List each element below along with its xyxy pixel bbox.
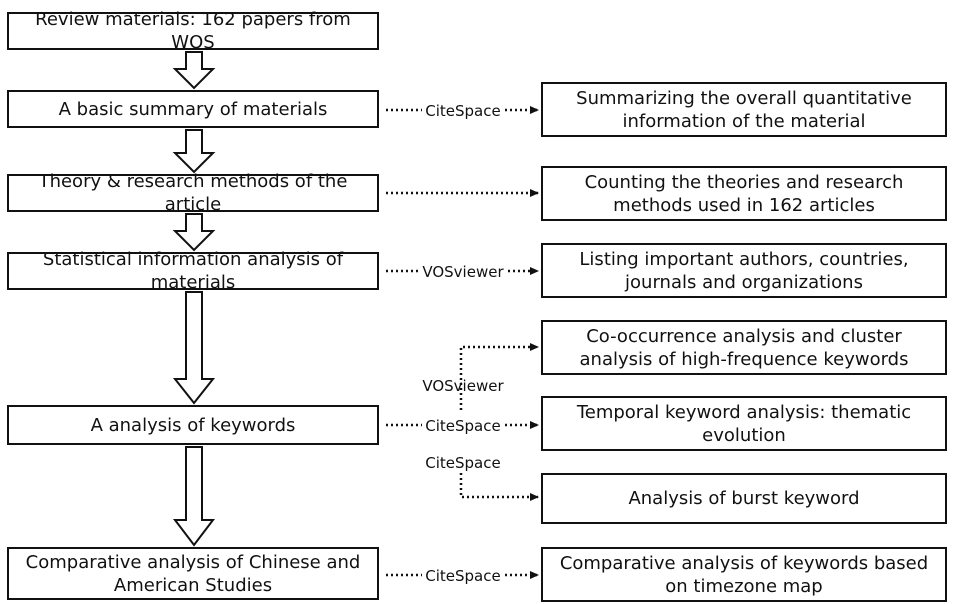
- flow-arrow-3: [172, 213, 216, 252]
- tool-label-keywords-cooccurrence: VOSviewer: [422, 377, 504, 395]
- tool-label-keywords-temporal: CiteSpace: [425, 417, 500, 435]
- connector-burst: [459, 473, 539, 501]
- step-theory-methods: Theory & research methods of the article: [7, 171, 379, 215]
- output-burst-keywords: Analysis of burst keyword: [541, 473, 947, 524]
- output-timezone-comparison: Comparative analysis of keywords based o…: [541, 547, 947, 602]
- output-theories-methods: Counting the theories and research metho…: [541, 166, 947, 221]
- step-keyword-analysis: A analysis of keywords: [7, 405, 379, 445]
- tool-label-comparative: CiteSpace: [425, 567, 500, 585]
- step-basic-summary: A basic summary of materials: [7, 90, 379, 128]
- step-comparative-analysis: Comparative analysis of Chinese and Amer…: [7, 547, 379, 600]
- tool-label-summary: CiteSpace: [425, 102, 500, 120]
- tool-label-stats: VOSviewer: [422, 263, 504, 281]
- output-temporal-keywords: Temporal keyword analysis: thematic evol…: [541, 396, 947, 451]
- flow-arrow-1: [172, 51, 216, 90]
- flow-arrow-5: [172, 446, 216, 547]
- flow-arrow-2: [172, 129, 216, 174]
- flow-arrow-4: [172, 291, 216, 405]
- tool-label-keywords-burst: CiteSpace: [425, 454, 500, 472]
- output-cooccurrence-cluster: Co-occurrence analysis and cluster analy…: [541, 320, 947, 375]
- connector-cooccurrence: [459, 343, 539, 410]
- output-important-entities: Listing important authors, countries, jo…: [541, 243, 947, 298]
- output-quantitative-summary: Summarizing the overall quantitative inf…: [541, 82, 947, 137]
- step-statistical-analysis: Statistical information analysis of mate…: [7, 249, 379, 293]
- step-review-materials: Review materials: 162 papers from WOS: [7, 9, 379, 53]
